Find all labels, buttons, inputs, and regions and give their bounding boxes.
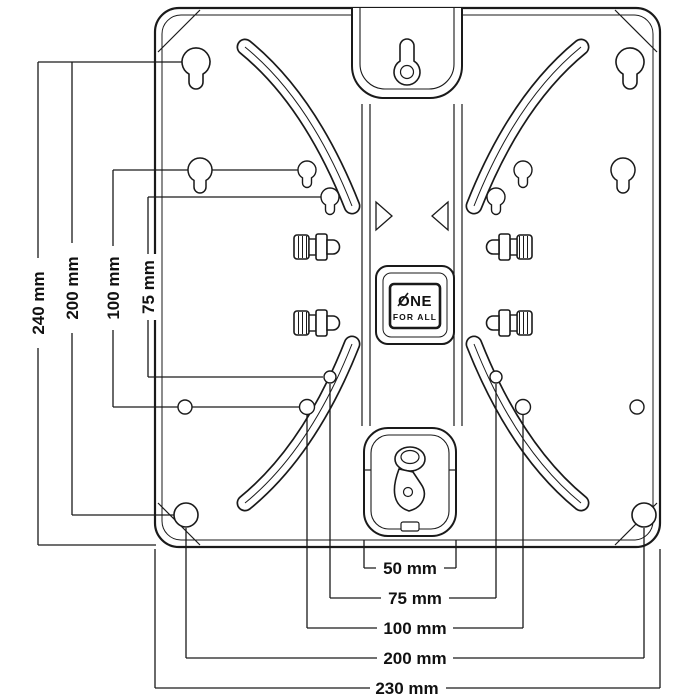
dim-label-masks xyxy=(28,243,453,698)
keyhole-vesa100-right xyxy=(513,160,533,189)
arm-rails xyxy=(361,104,463,426)
top-bracket xyxy=(351,8,463,99)
hole-mid-right xyxy=(629,399,645,415)
center-logo-block: ONE FOR ALL xyxy=(375,265,455,345)
dim-label-50mm: 50 mm xyxy=(383,559,437,578)
mounting-holes xyxy=(173,47,657,528)
keyhole-top-right-inner xyxy=(610,157,636,194)
screw-right-bottom xyxy=(485,309,533,337)
screw-left-top xyxy=(293,233,341,261)
keyhole-vesa75-right xyxy=(486,187,506,216)
center-square-inner xyxy=(382,272,448,338)
dim-label-240mm: 240 mm xyxy=(29,271,48,334)
dim-connectors-bottom xyxy=(154,384,661,688)
top-bracket-screw-hole xyxy=(399,64,415,80)
screw-right-top xyxy=(485,233,533,261)
latch-pivot xyxy=(402,486,414,498)
keyhole-top-left-inner xyxy=(187,157,213,194)
slot-top-left xyxy=(236,38,361,215)
dim-label-200mm-left: 200 mm xyxy=(63,256,82,319)
keyhole-top-left-outer xyxy=(181,47,211,90)
logo-o-slash-icon xyxy=(397,292,409,307)
hole-bottom-right-outer xyxy=(631,502,657,528)
hole-vesa100-bottom-right xyxy=(514,398,532,416)
dimensions: 240 mm 200 mm 100 mm 75 mm 50 mm 75 mm 1… xyxy=(28,61,661,698)
logo-text-for-all: FOR ALL xyxy=(393,312,437,322)
latch-bottom-tab xyxy=(400,521,420,532)
hole-mid-left xyxy=(177,399,193,415)
dim-label-100mm-left: 100 mm xyxy=(104,256,123,319)
hole-vesa100-bottom-left xyxy=(298,398,316,416)
slot-bottom-left xyxy=(236,335,361,512)
dim-label-200mm-bottom: 200 mm xyxy=(383,649,446,668)
logo-text-one: ONE xyxy=(398,293,432,310)
screw-left-bottom xyxy=(293,309,341,337)
top-bracket-inner-line xyxy=(359,8,455,90)
hole-vesa75-bottom-left xyxy=(323,370,337,384)
slot-top-right xyxy=(465,38,590,215)
hole-bottom-left-outer xyxy=(173,502,199,528)
keyhole-top-right-outer xyxy=(615,47,645,90)
arrow-left-icon xyxy=(375,200,393,232)
curved-slots xyxy=(236,38,590,512)
dim-label-100mm-bottom: 100 mm xyxy=(383,619,446,638)
tilt-screws xyxy=(293,233,533,337)
arrow-right-icon xyxy=(431,200,449,232)
latch-ring-inner xyxy=(400,449,420,465)
dim-label-75mm-bottom: 75 mm xyxy=(388,589,442,608)
keyhole-vesa100-left xyxy=(297,160,317,189)
keyhole-vesa75-left xyxy=(320,187,340,216)
dim-label-75mm-left: 75 mm xyxy=(139,260,158,314)
slot-bottom-right xyxy=(465,335,590,512)
bottom-bracket xyxy=(363,427,457,537)
dim-label-230mm: 230 mm xyxy=(375,679,438,698)
logo-box xyxy=(388,282,442,330)
hole-vesa75-bottom-right xyxy=(489,370,503,384)
